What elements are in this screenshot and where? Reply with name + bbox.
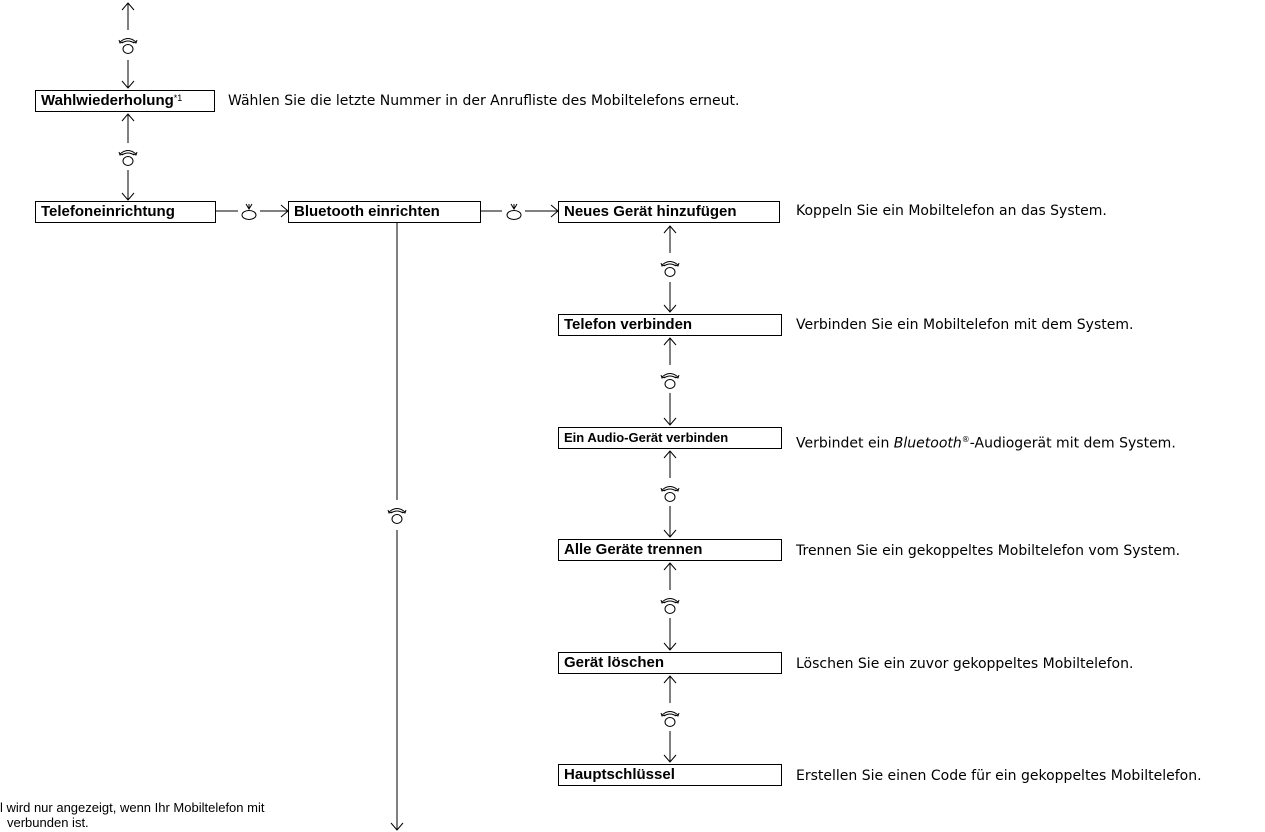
add-device-description: Koppeln Sie ein Mobiltelefon an das Syst…: [796, 203, 1107, 219]
menu-item-master-key[interactable]: Hauptschlüssel: [558, 764, 782, 786]
rotate-knob-icon: [118, 38, 138, 54]
menu-item-label: Telefon verbinden: [564, 316, 693, 333]
press-knob-icon: [241, 203, 257, 220]
rotate-knob-icon: [118, 150, 138, 166]
menu-item-connect-phone[interactable]: Telefon verbinden: [558, 314, 782, 336]
description-text: Verbindet ein: [796, 435, 894, 452]
description-text: -Audiogerät mit dem System.: [969, 435, 1176, 452]
menu-item-label: Neues Gerät hinzufügen: [564, 203, 737, 220]
menu-item-label: Alle Geräte trennen: [564, 541, 703, 558]
menu-item-disconnect-all[interactable]: Alle Geräte trennen: [558, 539, 782, 561]
menu-item-phone-setup[interactable]: Telefoneinrichtung: [35, 201, 216, 223]
menu-item-redial[interactable]: Wahlwiederholung*1: [35, 90, 215, 112]
registered-mark: ®: [961, 435, 970, 444]
rotate-knob-icon: [387, 508, 407, 524]
footnote-line: l wird nur angezeigt, wenn Ihr Mobiltele…: [0, 800, 265, 815]
press-knob-icon: [506, 203, 522, 220]
rotate-knob-icon: [660, 711, 680, 727]
menu-item-label: Wahlwiederholung: [41, 92, 174, 109]
connect-audio-description: Verbindet ein Bluetooth®-Audiogerät mit …: [796, 430, 1176, 454]
rotate-knob-icon: [660, 486, 680, 502]
menu-item-label: Bluetooth einrichten: [294, 203, 440, 220]
delete-device-description: Löschen Sie ein zuvor gekoppeltes Mobilt…: [796, 656, 1134, 672]
disconnect-all-description: Trennen Sie ein gekoppeltes Mobiltelefon…: [796, 543, 1181, 559]
menu-item-delete-device[interactable]: Gerät löschen: [558, 652, 782, 674]
menu-item-label: Gerät löschen: [564, 654, 665, 671]
menu-item-bluetooth-setup[interactable]: Bluetooth einrichten: [288, 201, 481, 223]
menu-item-label: Hauptschlüssel: [564, 766, 675, 783]
master-key-description: Erstellen Sie einen Code für ein gekoppe…: [796, 768, 1202, 784]
menu-item-add-device[interactable]: Neues Gerät hinzufügen: [558, 201, 780, 223]
menu-item-connect-audio[interactable]: Ein Audio-Gerät verbinden: [558, 427, 782, 449]
rotate-knob-icon: [660, 373, 680, 389]
redial-description: Wählen Sie die letzte Nummer in der Anru…: [228, 93, 740, 109]
footnote-marker: *1: [173, 93, 183, 103]
rotate-knob-icon: [660, 598, 680, 614]
connect-phone-description: Verbinden Sie ein Mobiltelefon mit dem S…: [796, 317, 1134, 333]
rotate-knob-icon: [660, 261, 680, 277]
description-brand: Bluetooth: [893, 435, 962, 452]
menu-item-label: Ein Audio-Gerät verbinden: [564, 430, 729, 445]
menu-item-label: Telefoneinrichtung: [41, 203, 175, 220]
footnote-line: verbunden ist.: [7, 815, 89, 830]
footnote-text: l wird nur angezeigt, wenn Ihr Mobiltele…: [0, 800, 264, 830]
